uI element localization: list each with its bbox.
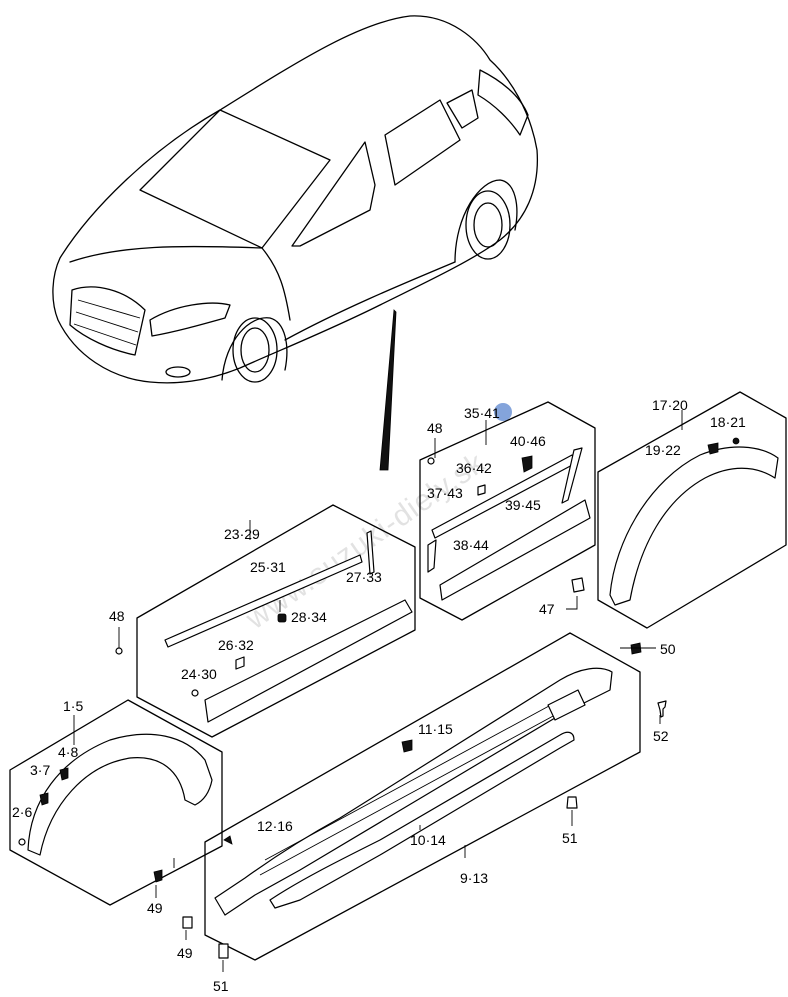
label-26-32: 26·32 bbox=[218, 637, 254, 653]
label-1-5: 1·5 bbox=[63, 698, 83, 714]
pointer-arrow bbox=[379, 309, 397, 471]
label-38-44: 38·44 bbox=[453, 537, 489, 553]
label-12-16: 12·16 bbox=[257, 818, 293, 834]
group-23-29 bbox=[136, 504, 416, 738]
label-11-15: 11·15 bbox=[418, 721, 453, 737]
label-19-22: 19·22 bbox=[645, 442, 681, 458]
part-labels: 1·5 2·6 3·7 4·8 9·13 10·14 11·15 12·16 1… bbox=[12, 397, 746, 994]
label-17-20: 17·20 bbox=[652, 397, 688, 413]
label-49-a: 49 bbox=[147, 900, 163, 916]
label-50: 50 bbox=[660, 641, 676, 657]
label-23-29: 23·29 bbox=[224, 526, 260, 542]
group-9-13 bbox=[204, 632, 641, 961]
leader-lines bbox=[73, 410, 683, 972]
highlight-dot bbox=[494, 403, 512, 421]
label-10-14: 10·14 bbox=[410, 832, 446, 848]
group-17-20 bbox=[597, 391, 787, 629]
label-51-a: 51 bbox=[562, 830, 578, 846]
label-40-46: 40·46 bbox=[510, 433, 546, 449]
label-18-21: 18·21 bbox=[710, 414, 746, 430]
label-2-6: 2·6 bbox=[12, 804, 32, 820]
label-48-a: 48 bbox=[109, 608, 125, 624]
group-35-41 bbox=[419, 401, 596, 621]
label-27-33: 27·33 bbox=[346, 569, 382, 585]
label-39-45: 39·45 bbox=[505, 497, 541, 513]
label-37-43: 37·43 bbox=[427, 485, 463, 501]
label-3-7: 3·7 bbox=[30, 762, 50, 778]
label-36-42: 36·42 bbox=[456, 460, 492, 476]
label-49-b: 49 bbox=[177, 945, 193, 961]
label-35-41: 35·41 bbox=[464, 405, 500, 421]
label-24-30: 24·30 bbox=[181, 666, 217, 682]
label-9-13: 9·13 bbox=[460, 870, 488, 886]
label-25-31: 25·31 bbox=[250, 559, 286, 575]
fasteners bbox=[115, 457, 667, 959]
label-28-34: 28·34 bbox=[291, 609, 327, 625]
label-4-8: 4·8 bbox=[58, 744, 78, 760]
label-48-b: 48 bbox=[427, 420, 443, 436]
label-52: 52 bbox=[653, 728, 669, 744]
vehicle-outline bbox=[52, 15, 539, 384]
label-47: 47 bbox=[539, 601, 555, 617]
group-1-5 bbox=[9, 699, 223, 906]
label-51-b: 51 bbox=[213, 978, 229, 994]
